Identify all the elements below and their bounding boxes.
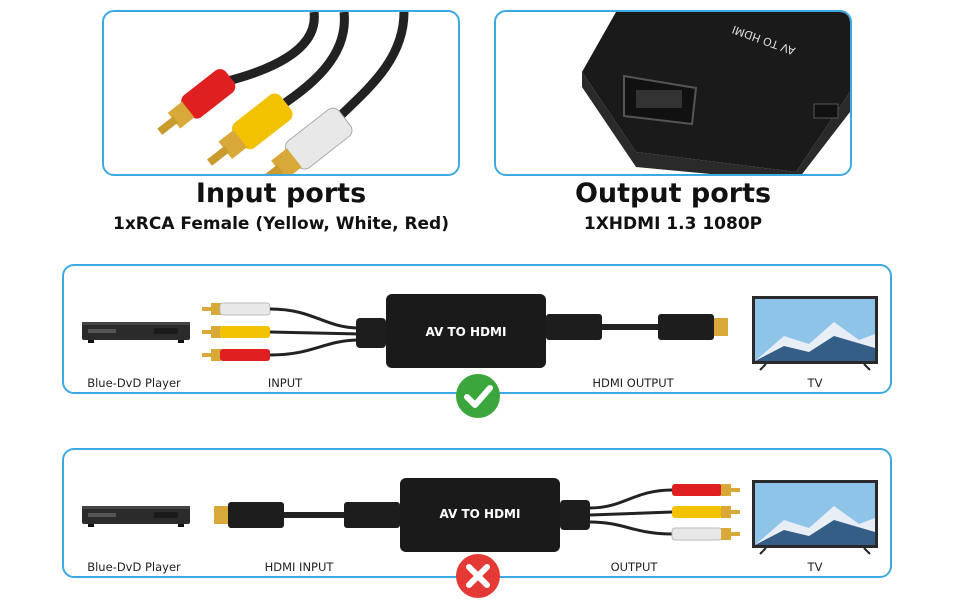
label-output: OUTPUT (610, 560, 658, 574)
hdmi-cable-icon (546, 314, 728, 340)
hdmi-cable-icon (214, 502, 400, 528)
hdmi-device-image: AV TO HDMI (582, 12, 850, 174)
rca-plugs-icon (202, 302, 386, 361)
label-tv: TV (807, 376, 823, 390)
output-ports-panel: AV TO HDMI (494, 10, 852, 176)
tv-icon (752, 480, 878, 555)
output-ports-subtitle: 1XHDMI 1.3 1080P (583, 214, 763, 234)
correct-connection-diagram: AV TO HDMI Blue-DvD Player INPUT HDMI OU… (62, 264, 892, 394)
label-tv: TV (807, 560, 823, 574)
converter-label: AV TO HDMI (440, 507, 521, 521)
input-ports-title: Input ports (195, 178, 367, 209)
cross-icon (456, 554, 500, 598)
label-hdmi-input: HDMI INPUT (264, 560, 334, 574)
label-dvd-player: Blue-DvD Player (87, 560, 181, 574)
dvd-player-icon (82, 506, 190, 527)
wrong-diagram-art: AV TO HDMI (82, 478, 878, 555)
dvd-player-icon (82, 322, 190, 343)
converter-label: AV TO HDMI (426, 325, 507, 339)
tv-icon (752, 296, 878, 371)
label-hdmi-output: HDMI OUTPUT (592, 376, 674, 390)
input-ports-panel (102, 10, 460, 176)
output-ports-title: Output ports (574, 178, 772, 209)
converter-box: AV TO HDMI (400, 478, 560, 552)
input-ports-subtitle: 1xRCA Female (Yellow, White, Red) (113, 214, 449, 234)
label-input: INPUT (267, 376, 303, 390)
wrong-connection-diagram: AV TO HDMI Blue-DvD Player HDMI INPUT OU… (62, 448, 892, 578)
correct-diagram-art: AV TO HDMI (82, 294, 878, 371)
converter-box: AV TO HDMI (386, 294, 546, 368)
rca-cables-image (157, 12, 409, 174)
check-icon (456, 374, 500, 418)
label-dvd-player: Blue-DvD Player (87, 376, 181, 390)
rca-plugs-icon (560, 484, 740, 541)
